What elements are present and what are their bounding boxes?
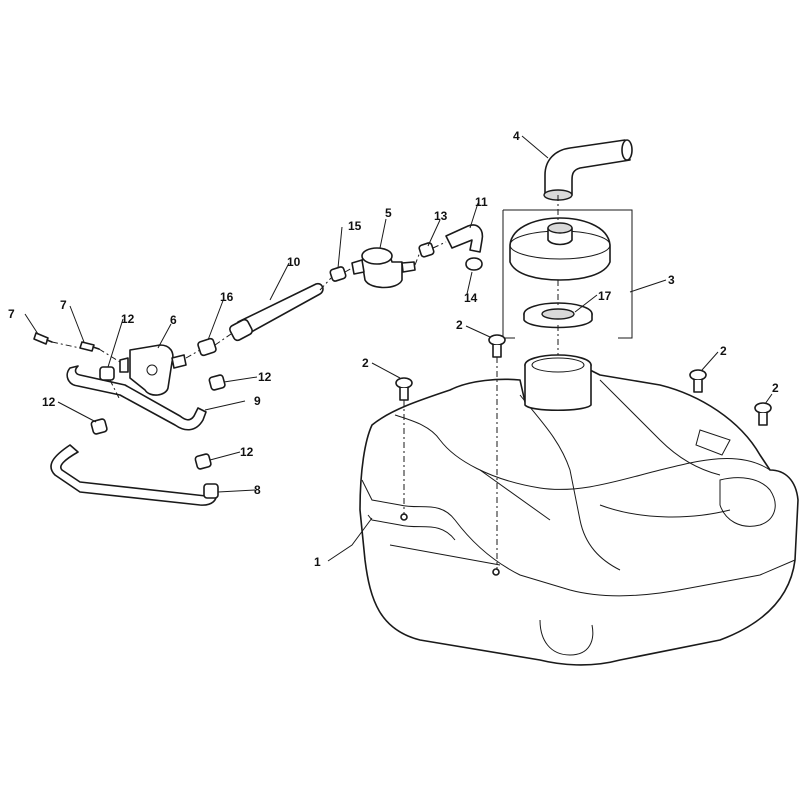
bolt-2c: [689, 369, 707, 393]
callout-1: 1: [314, 555, 321, 569]
screw-7a: [33, 332, 53, 345]
bolt-2a: [395, 377, 413, 401]
callout-13: 13: [434, 209, 448, 223]
callout-15: 15: [348, 219, 362, 233]
fuel-cap: [509, 217, 611, 281]
bolt-2b: [488, 334, 506, 358]
clip-14: [465, 257, 483, 271]
clip-12d: [194, 453, 212, 470]
callout-2d: 2: [772, 381, 779, 395]
bolt-2d: [754, 402, 772, 426]
callout-12a: 12: [121, 312, 135, 326]
valve-6: [119, 344, 187, 396]
callout-3: 3: [668, 273, 675, 287]
callout-10: 10: [287, 255, 301, 269]
hose-10: [229, 282, 324, 342]
leader-lines: [24, 135, 773, 562]
cap-assembly-frame: [502, 209, 633, 339]
sleeve-16: [197, 337, 217, 357]
callout-2b: 2: [456, 318, 463, 332]
screw-7b: [79, 341, 100, 352]
callout-16: 16: [220, 290, 234, 304]
hose-9: [66, 365, 207, 431]
hose-8: [50, 444, 218, 506]
callout-7a: 7: [8, 307, 15, 321]
callout-2c: 2: [720, 344, 727, 358]
callout-labels: 1 2 2 2 2 3 4 5 6 7 7 8 9 10 11 12 12 12…: [8, 129, 779, 569]
fuel-tank: [359, 354, 799, 666]
elbow-11: [445, 224, 484, 253]
callout-2a: 2: [362, 356, 369, 370]
sleeve-15: [329, 266, 347, 282]
callout-11: 11: [475, 195, 488, 209]
callout-4: 4: [513, 129, 520, 143]
callout-12d: 12: [240, 445, 254, 459]
alignment-lines: [51, 195, 559, 570]
callout-9: 9: [254, 394, 261, 408]
clip-12b: [208, 374, 226, 391]
vent-elbow-hose: [543, 139, 633, 201]
sleeve-13: [418, 242, 435, 258]
callout-12c: 12: [42, 395, 56, 409]
callout-14: 14: [464, 291, 478, 305]
callout-17: 17: [598, 289, 612, 303]
clip-12a: [99, 366, 115, 381]
callout-7b: 7: [60, 298, 67, 312]
clip-12c: [90, 418, 108, 435]
callout-5: 5: [385, 206, 392, 220]
callout-12b: 12: [258, 370, 272, 384]
callout-6: 6: [170, 313, 177, 327]
fitting-5: [351, 247, 416, 289]
hose-8-end: [203, 483, 219, 499]
callout-8: 8: [254, 483, 261, 497]
